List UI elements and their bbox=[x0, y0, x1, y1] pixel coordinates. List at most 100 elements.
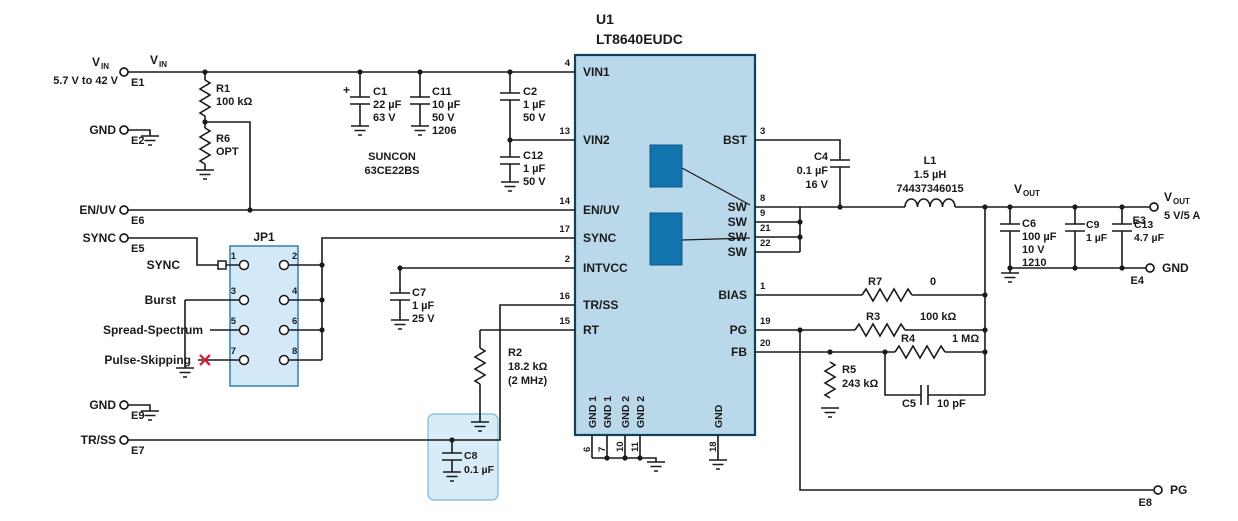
terminal-e3 bbox=[1149, 202, 1159, 212]
c8-value: 0.1 µF bbox=[464, 464, 495, 476]
r1-value: 100 kΩ bbox=[216, 96, 253, 108]
resistor-r1 bbox=[199, 79, 211, 117]
wire-net-rt bbox=[479, 329, 575, 422]
pin-name-bias: BIAS bbox=[718, 288, 747, 302]
pin-num-22: 22 bbox=[760, 238, 771, 249]
power-switch-top bbox=[649, 144, 683, 188]
pin-num-14: 14 bbox=[559, 196, 570, 207]
r5-value: 243 kΩ bbox=[842, 378, 879, 390]
terminal-e7 bbox=[119, 435, 129, 445]
e9-id: E9 bbox=[131, 410, 144, 422]
ground-c7 bbox=[390, 319, 410, 330]
resistor-r5 bbox=[824, 361, 836, 399]
jp1-pin-8 bbox=[278, 354, 290, 366]
c6-size: 1210 bbox=[1022, 257, 1046, 269]
vout-net-label-sub: OUT bbox=[1023, 189, 1040, 198]
c11-size: 1206 bbox=[432, 125, 456, 137]
jp1-row-label-sync: SYNC bbox=[147, 258, 181, 272]
e3-net-sub: OUT bbox=[1173, 197, 1190, 206]
e3-id: E3 bbox=[1133, 215, 1146, 227]
pin-name-rt: RT bbox=[583, 323, 600, 337]
ground-c1 bbox=[350, 125, 370, 136]
r7-ref: R7 bbox=[868, 276, 882, 288]
ground-c6 bbox=[1000, 272, 1020, 283]
pin-name-enuv: EN/UV bbox=[583, 203, 620, 217]
e2-label: GND bbox=[89, 123, 116, 137]
resistor-r7 bbox=[861, 288, 913, 302]
pin-num-16: 16 bbox=[559, 291, 570, 302]
jp1-row-label-spread: Spread-Spectrum bbox=[103, 323, 203, 337]
pin-num-1: 1 bbox=[760, 281, 766, 292]
ground-ic-pin18 bbox=[708, 459, 728, 470]
c9-value: 1 µF bbox=[1086, 232, 1108, 244]
switch-wire-bottom bbox=[681, 237, 751, 241]
c6-value: 100 µF bbox=[1022, 231, 1057, 243]
ic-part-number: LT8640EUDC bbox=[596, 31, 683, 47]
ground-r5 bbox=[820, 407, 840, 418]
jp1-num-7: 7 bbox=[231, 346, 236, 357]
terminal-e2 bbox=[119, 125, 129, 135]
r2-ref: R2 bbox=[508, 347, 522, 359]
pin-name-gnd2a: GND 2 bbox=[620, 396, 632, 428]
c2-voltage: 50 V bbox=[523, 112, 546, 124]
c5-value: 10 pF bbox=[937, 398, 966, 410]
wire-net-bst bbox=[755, 139, 841, 207]
pin-name-sync: SYNC bbox=[583, 231, 617, 245]
wire-net-sync bbox=[128, 237, 575, 368]
e1-id: E1 bbox=[131, 77, 144, 89]
c1-value: 22 µF bbox=[373, 99, 402, 111]
e2-id: E2 bbox=[131, 135, 144, 147]
c2-ref: C2 bbox=[523, 86, 537, 98]
jp1-num-3: 3 bbox=[231, 286, 236, 297]
inductor-l1 bbox=[904, 198, 956, 208]
e7-id: E7 bbox=[131, 445, 144, 457]
pin-name-sw1: SW bbox=[728, 200, 748, 214]
e8-label: PG bbox=[1170, 483, 1187, 497]
pin-name-sw2: SW bbox=[728, 215, 748, 229]
pin-num-20: 20 bbox=[760, 338, 771, 349]
c1-voltage: 63 V bbox=[373, 112, 396, 124]
ground-c11 bbox=[410, 125, 430, 136]
r2-value: 18.2 kΩ bbox=[508, 361, 548, 373]
ic-internal-switches bbox=[649, 144, 751, 266]
wire-gnd-e9 bbox=[128, 404, 151, 411]
c12-value: 1 µF bbox=[523, 163, 546, 175]
e6-label: EN/UV bbox=[79, 203, 116, 217]
resistor-r4 bbox=[894, 345, 946, 359]
jp1-num-2: 2 bbox=[292, 251, 297, 262]
pin-name-vin1: VIN1 bbox=[583, 65, 610, 79]
pin-num-8: 8 bbox=[760, 193, 765, 204]
jp1-row-label-burst: Burst bbox=[145, 293, 176, 307]
terminal-e4 bbox=[1145, 263, 1155, 273]
pin-name-sw3: SW bbox=[728, 230, 748, 244]
c1-ref: C1 bbox=[373, 86, 387, 98]
capacitor-c12 bbox=[499, 156, 521, 165]
pin-num-10: 10 bbox=[615, 441, 626, 452]
r4-ref: R4 bbox=[901, 333, 916, 345]
vin-net-label-v: V bbox=[150, 53, 158, 67]
c8-ref: C8 bbox=[464, 450, 478, 462]
pin-num-3: 3 bbox=[760, 126, 765, 137]
c8-highlight-box bbox=[427, 413, 499, 501]
l1-part: 74437346015 bbox=[896, 183, 963, 195]
r3-value: 100 kΩ bbox=[920, 311, 957, 323]
pin-name-gnd2b: GND 2 bbox=[635, 396, 647, 428]
pin-name-fb: FB bbox=[731, 345, 747, 359]
ground-ic-gnd bbox=[646, 461, 666, 472]
r3-ref: R3 bbox=[866, 311, 880, 323]
ground-r6 bbox=[195, 169, 215, 180]
pin-num-7: 7 bbox=[597, 447, 608, 452]
c6-voltage: 10 V bbox=[1022, 244, 1045, 256]
ground-jp1-burst bbox=[175, 367, 195, 378]
e1-net-sub: IN bbox=[101, 62, 109, 71]
vout-net-label-v: V bbox=[1014, 182, 1022, 196]
r5-ref: R5 bbox=[842, 364, 856, 376]
wire-net-intvcc bbox=[399, 267, 575, 320]
capacitor-c2 bbox=[499, 92, 521, 101]
jp1-num-1: 1 bbox=[231, 251, 237, 262]
jp1-num-8: 8 bbox=[292, 346, 297, 357]
jp1-num-6: 6 bbox=[292, 316, 297, 327]
wire-gnd-e2 bbox=[128, 129, 151, 136]
c11-ref: C11 bbox=[432, 86, 452, 98]
